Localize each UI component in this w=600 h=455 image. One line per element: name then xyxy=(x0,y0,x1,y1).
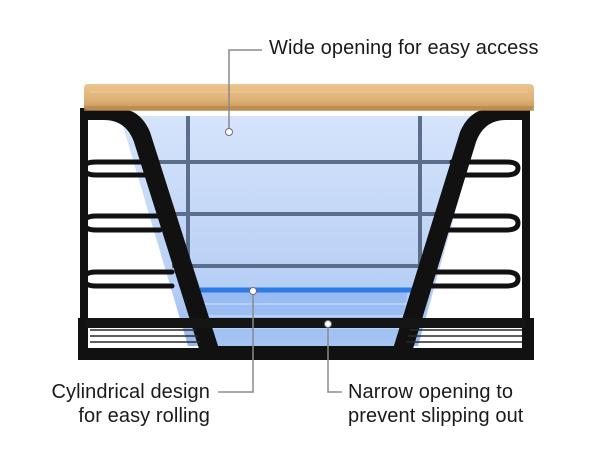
right-frame xyxy=(392,108,530,356)
callout-left-leader xyxy=(218,287,257,393)
right-rails xyxy=(429,159,521,289)
callout-wide-opening: Wide opening for easy access xyxy=(269,36,539,60)
callout-cylindrical-line1: Cylindrical design xyxy=(51,381,210,403)
callout-narrow-opening: Narrow opening to prevent slipping out xyxy=(348,380,558,428)
base-tray xyxy=(78,318,534,360)
callout-wide-opening-text: Wide opening for easy access xyxy=(269,37,539,59)
callout-right-leader xyxy=(324,320,342,393)
callout-narrow-line1: Narrow opening to xyxy=(348,381,514,403)
callout-top-leader xyxy=(225,49,262,136)
callout-cylindrical-line2: for easy rolling xyxy=(78,405,210,427)
callout-narrow-line2: prevent slipping out xyxy=(348,405,524,427)
wooden-top xyxy=(84,84,534,111)
callout-cylindrical-design: Cylindrical design for easy rolling xyxy=(40,380,210,428)
left-frame xyxy=(80,108,220,356)
